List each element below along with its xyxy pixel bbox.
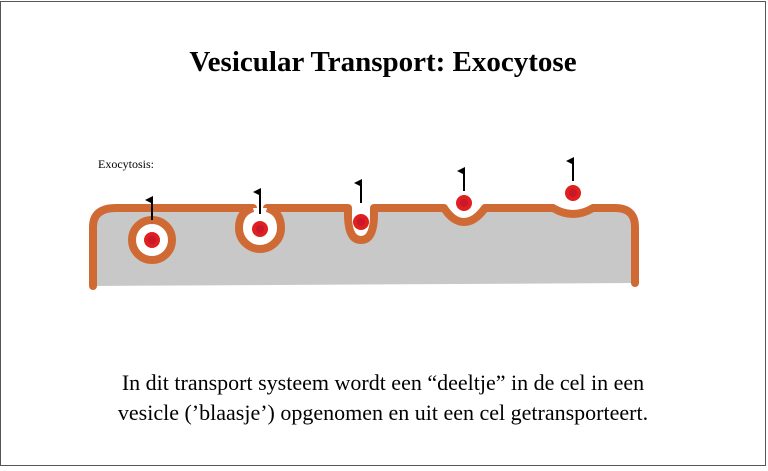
vesicle-opening [450,207,479,216]
cytoplasm [93,208,635,286]
vesicle-in-cell [128,216,176,264]
slide-title: Vesicular Transport: Exocytose [189,46,577,78]
caption-line-1: In dit transport systeem wordt een “deel… [121,370,645,395]
vesicle-reaching-membrane [235,204,285,253]
cell-membrane [89,204,639,290]
diagram-label: Exocytosis: [98,157,154,171]
caption: In dit transport systeem wordt een “deel… [1,368,765,428]
particle-core [357,218,365,226]
particle-core [569,189,577,197]
caption-line-2: vesicle (’blaasje’) opgenomen en uit een… [117,400,649,425]
particle-core [460,199,468,207]
